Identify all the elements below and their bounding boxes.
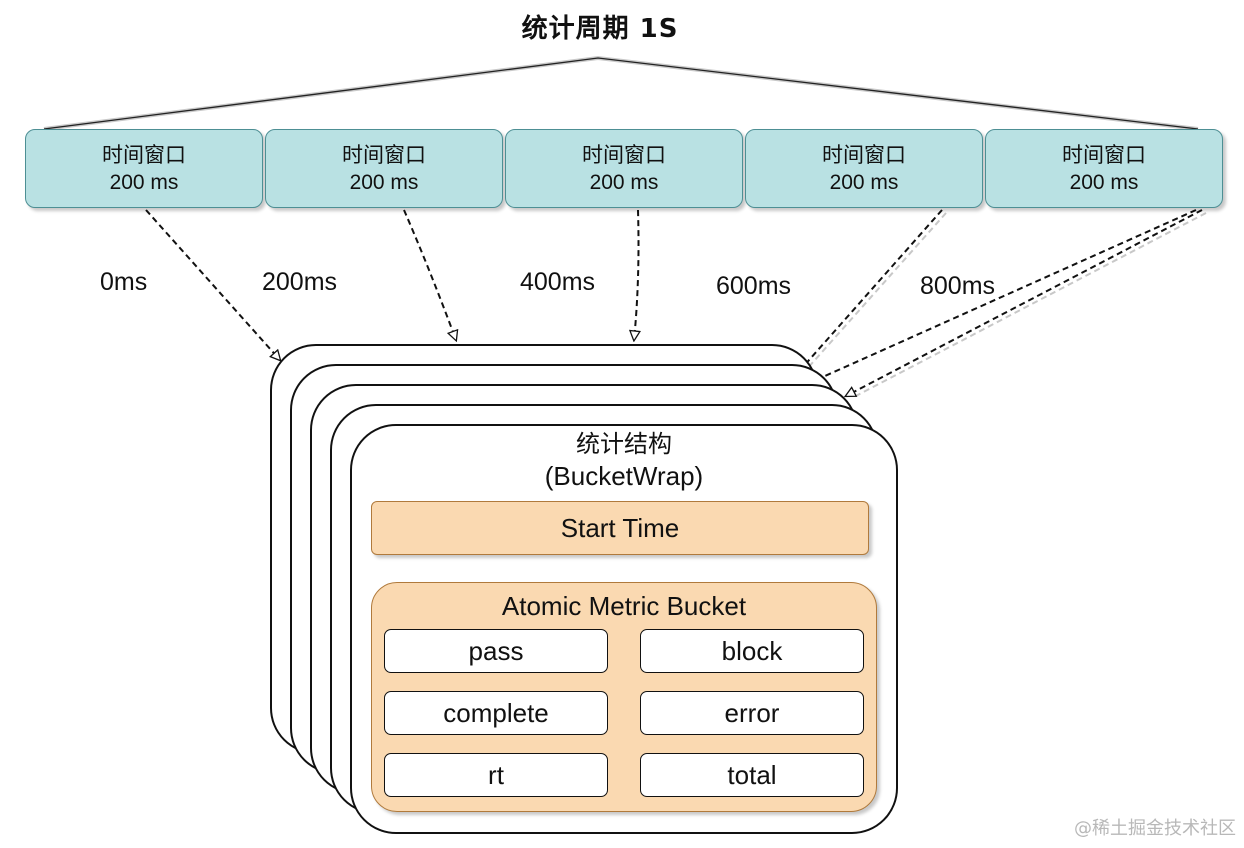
window-duration: 200 ms bbox=[589, 170, 659, 194]
time-window-1: 时间窗口 200 ms bbox=[25, 129, 263, 208]
time-label-400ms: 400ms bbox=[520, 268, 596, 296]
atomic-metric-bucket: Atomic Metric Bucket pass block complete… bbox=[371, 582, 877, 812]
time-label-200ms: 200ms bbox=[262, 268, 338, 296]
watermark: @稀土掘金技术社区 bbox=[1074, 818, 1236, 839]
window-name: 时间窗口 bbox=[822, 142, 906, 167]
window-name: 时间窗口 bbox=[582, 142, 666, 167]
time-label-800ms: 800ms bbox=[920, 272, 996, 300]
arrow-200ms bbox=[403, 209, 456, 340]
time-label-0ms: 0ms bbox=[100, 268, 148, 296]
window-name: 时间窗口 bbox=[1062, 142, 1146, 167]
window-duration: 200 ms bbox=[349, 170, 419, 194]
structure-title: 统计结构 bbox=[576, 430, 672, 458]
time-window-4: 时间窗口 200 ms bbox=[745, 129, 983, 208]
window-duration: 200 ms bbox=[1069, 170, 1139, 194]
arrow-0ms bbox=[145, 209, 280, 360]
time-window-5: 时间窗口 200 ms bbox=[985, 129, 1223, 208]
period-bracket bbox=[43, 55, 1199, 131]
window-name: 时间窗口 bbox=[342, 142, 426, 167]
arrow-400ms bbox=[634, 209, 639, 340]
atomic-bucket-title: Atomic Metric Bucket bbox=[501, 591, 747, 621]
arrow-800ms-a bbox=[815, 209, 1197, 381]
start-time-field: Start Time bbox=[371, 501, 869, 555]
metric-complete: complete bbox=[384, 691, 608, 735]
window-duration: 200 ms bbox=[829, 170, 899, 194]
bucket-wrap-card: 统计结构 (BucketWrap) Start Time Atomic Metr… bbox=[350, 424, 898, 834]
structure-subtitle: (BucketWrap) bbox=[544, 461, 704, 491]
metric-pass: pass bbox=[384, 629, 608, 673]
arrow-800ms-shadow bbox=[851, 212, 1207, 399]
period-title: 统计周期 1S bbox=[521, 14, 679, 44]
window-duration: 200 ms bbox=[109, 170, 179, 194]
time-label-600ms: 600ms bbox=[716, 272, 792, 300]
time-window-2: 时间窗口 200 ms bbox=[265, 129, 503, 208]
metric-block: block bbox=[640, 629, 864, 673]
metric-total: total bbox=[640, 753, 864, 797]
window-name: 时间窗口 bbox=[102, 142, 186, 167]
arrow-800ms-b bbox=[846, 209, 1203, 396]
metric-rt: rt bbox=[384, 753, 608, 797]
time-window-3: 时间窗口 200 ms bbox=[505, 129, 743, 208]
metric-error: error bbox=[640, 691, 864, 735]
